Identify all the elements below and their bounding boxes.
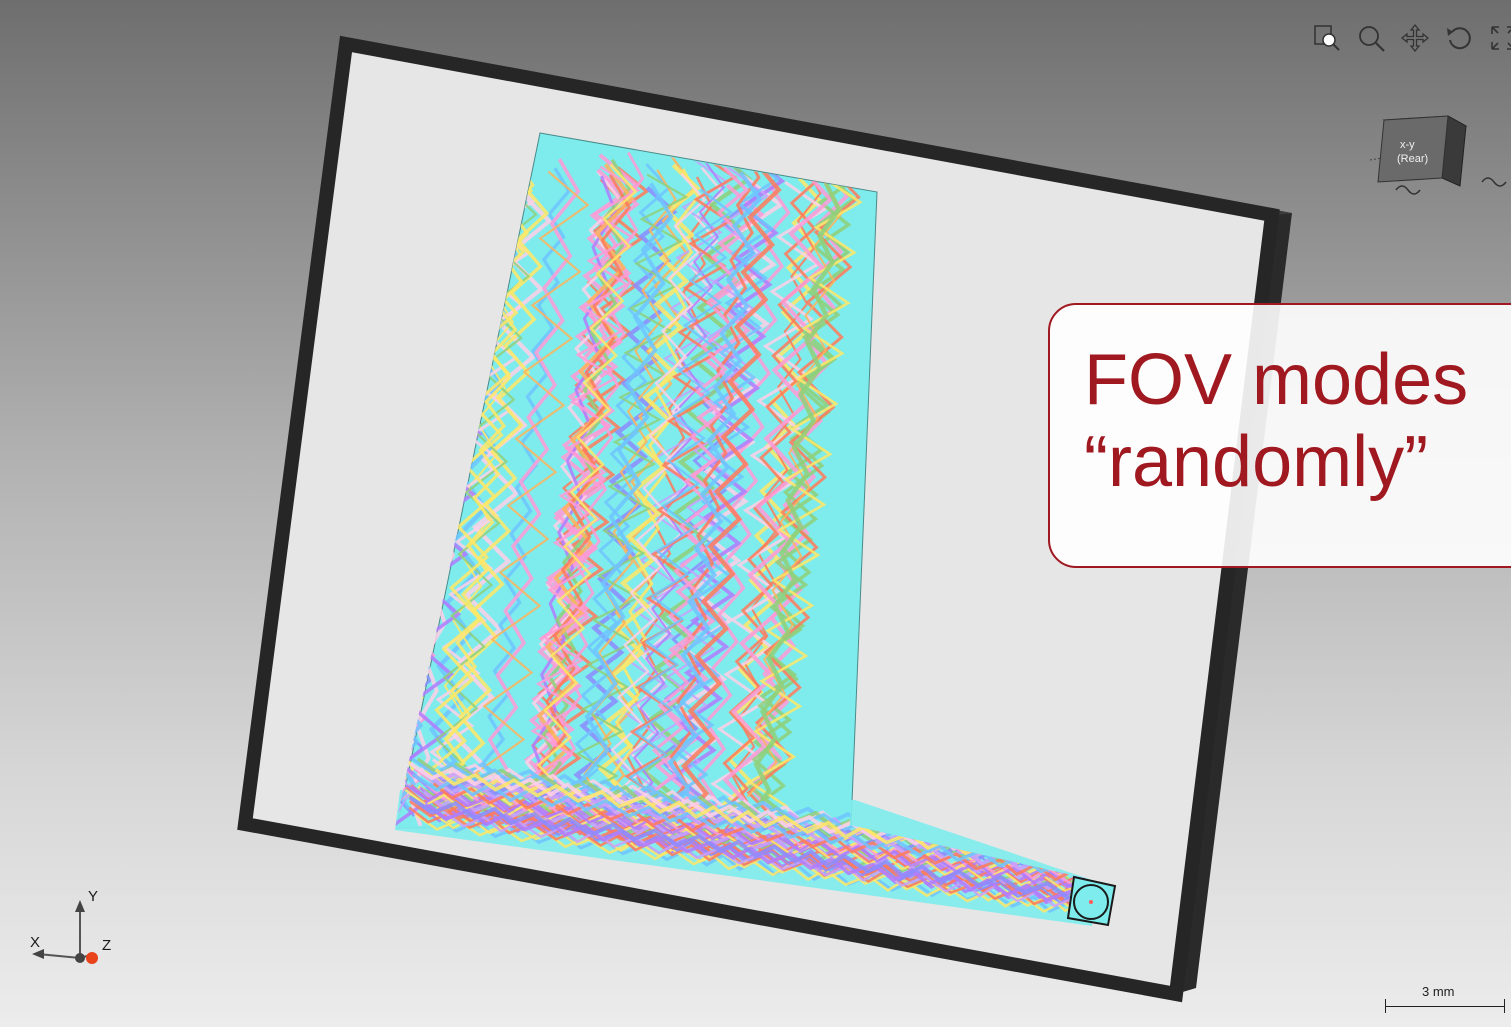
callout-annotation: FOV modes “randomly” — [1048, 303, 1511, 568]
in-coupler[interactable] — [1066, 875, 1117, 927]
ray-trace — [531, 163, 638, 821]
scale-line — [1385, 1006, 1505, 1007]
scale-label: 3 mm — [1422, 984, 1455, 999]
ray-trace — [474, 170, 590, 808]
ray-trace — [675, 161, 782, 823]
ray-trace — [440, 185, 553, 802]
x-axis-label: X — [30, 934, 41, 951]
pan-icon[interactable] — [1395, 18, 1435, 58]
ray-trace — [747, 177, 844, 798]
callout-line-2: “randomly” — [1084, 422, 1429, 502]
ray-trace — [408, 795, 1071, 900]
ray-trace — [437, 160, 535, 813]
scale-tick-right — [1504, 999, 1505, 1013]
view-cube-label-1: x-y — [1400, 139, 1415, 151]
axis-triad: Y X Z — [22, 882, 122, 982]
y-axis-label: Y — [88, 888, 99, 905]
ray-trace — [432, 782, 1075, 882]
ray-trace — [424, 802, 1072, 903]
callout-line-1: FOV modes — [1084, 340, 1469, 420]
ray-trace — [604, 173, 707, 830]
scale-tick-left — [1385, 999, 1386, 1013]
view-toolbar — [1307, 18, 1511, 58]
scale-bar: 3 mm — [1382, 984, 1511, 1014]
ray-trace — [663, 149, 761, 813]
view-cube-label-2: (Rear) — [1397, 153, 1428, 165]
ray-trace — [411, 773, 1083, 879]
zoom-window-icon[interactable] — [1307, 18, 1347, 58]
zoom-icon[interactable] — [1351, 18, 1391, 58]
ray-trace — [576, 182, 674, 818]
ray-trace — [520, 165, 641, 826]
ray-trace — [662, 171, 763, 818]
view-cube[interactable]: x-y (Rear) — [1369, 112, 1511, 202]
z-axis-label: Z — [102, 937, 112, 954]
fit-all-icon[interactable] — [1483, 18, 1511, 58]
ray-trace — [480, 158, 581, 806]
ray-trace — [748, 182, 842, 819]
ray-trace — [415, 813, 1087, 919]
ray-trace — [624, 188, 734, 824]
rotate-icon[interactable] — [1439, 18, 1479, 58]
ray-trace — [591, 154, 697, 809]
